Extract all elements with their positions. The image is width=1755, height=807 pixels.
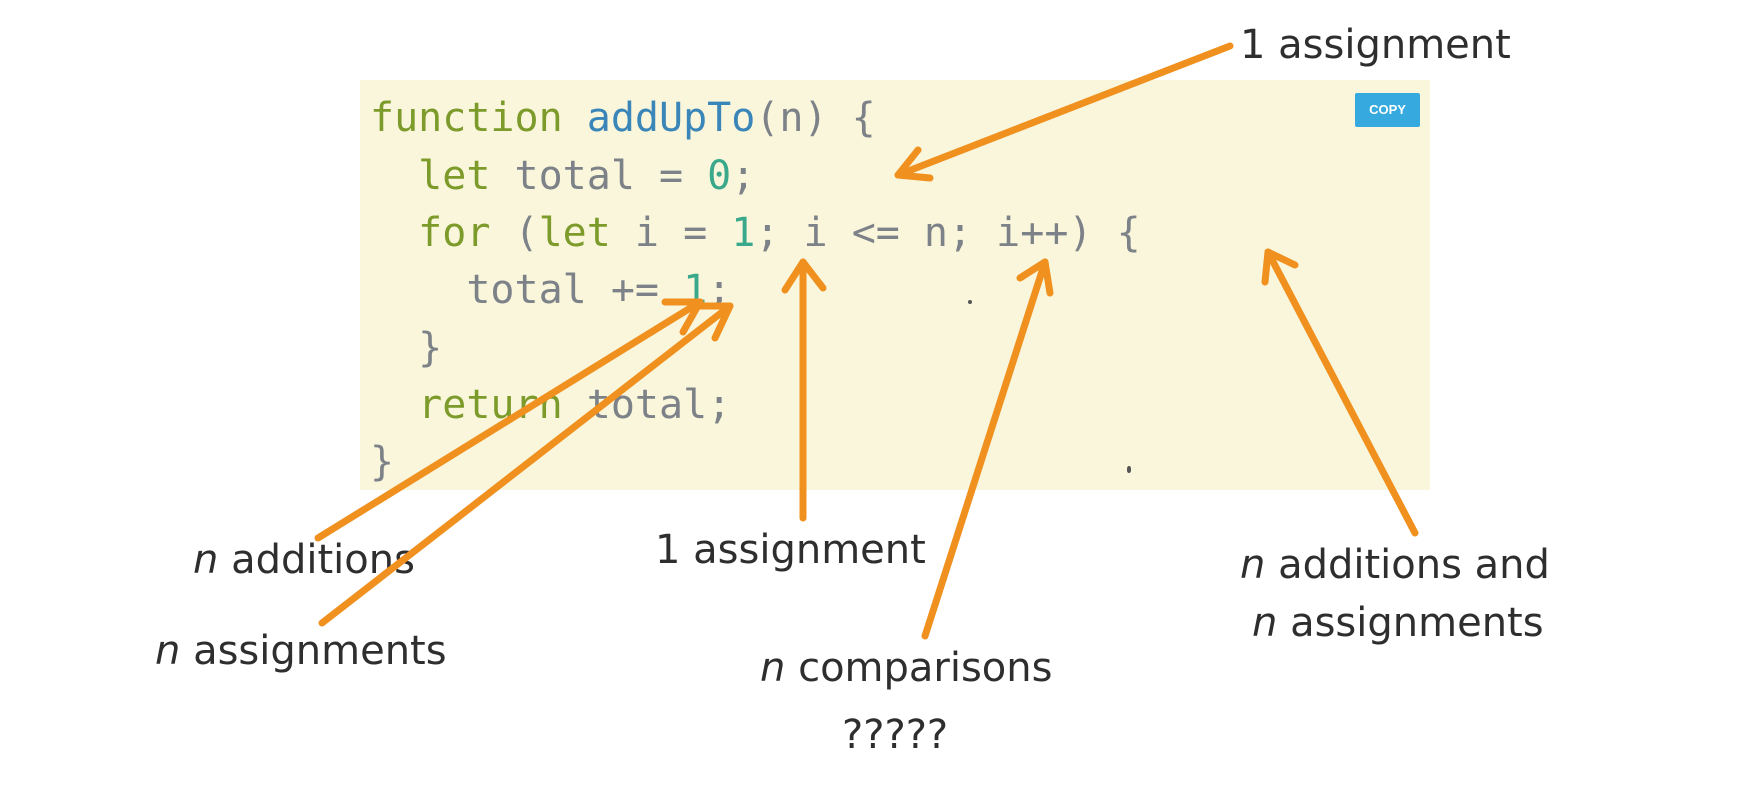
code-line: let total = 0; (370, 148, 755, 204)
label-text: comparisons (785, 645, 1053, 691)
label-loop-assignment: 1 assignment (655, 525, 926, 575)
label-var: n (155, 628, 181, 674)
label-text: additions and (1265, 542, 1550, 588)
code-token: ; (731, 153, 756, 199)
code-token: ( (490, 210, 539, 256)
code-token: let (418, 153, 491, 199)
code-token: (n) { (755, 95, 876, 141)
label-text: assignments (180, 628, 447, 674)
label-text: 1 assignment (655, 527, 926, 573)
code-line: } (370, 320, 442, 376)
label-text: assignments (1277, 600, 1544, 646)
code-token (563, 95, 587, 141)
label-initial-assignment: 1 assignment (1240, 20, 1511, 70)
label-n-additions: n additions (193, 535, 415, 585)
code-token: } (370, 439, 395, 485)
label-right-additions: n additions and (1240, 540, 1550, 590)
label-text: 1 assignment (1240, 22, 1511, 68)
label-question-marks: ????? (842, 710, 948, 760)
code-token: } (370, 325, 443, 371)
code-token: total += (370, 267, 684, 313)
code-token: total; (562, 382, 732, 428)
code-token: 0 (707, 153, 732, 199)
label-text: additions (218, 537, 415, 583)
code-token (370, 210, 418, 256)
copy-button[interactable]: COPY (1355, 93, 1420, 127)
label-right-assignments: n assignments (1252, 598, 1544, 648)
label-text: ????? (842, 712, 949, 758)
stray-dot (1127, 466, 1131, 473)
code-line: } (370, 434, 394, 490)
code-token (370, 382, 418, 428)
code-token: 1 (683, 267, 708, 313)
code-token: function (370, 95, 563, 141)
code-line: return total; (370, 377, 731, 433)
code-token: total = (490, 153, 708, 199)
code-line: function addUpTo(n) { (370, 90, 876, 146)
code-token: let (538, 210, 611, 256)
code-token: i = (610, 210, 732, 256)
code-token: 1 (731, 210, 756, 256)
code-token: return (418, 382, 563, 428)
code-line: for (let i = 1; i <= n; i++) { (370, 205, 1141, 261)
label-var: n (193, 537, 219, 583)
label-n-comparisons: n comparisons (760, 643, 1052, 693)
code-line: total += 1; (370, 262, 731, 318)
code-token: for (418, 210, 491, 256)
code-token: ; (707, 267, 732, 313)
label-n-assignments: n assignments (155, 626, 447, 676)
code-token: ; i <= n; i++) { (755, 210, 1141, 256)
stray-dot (968, 300, 972, 304)
code-token (370, 153, 418, 199)
label-var: n (760, 645, 786, 691)
label-var: n (1252, 600, 1278, 646)
code-token: addUpTo (586, 95, 756, 141)
label-var: n (1240, 542, 1266, 588)
